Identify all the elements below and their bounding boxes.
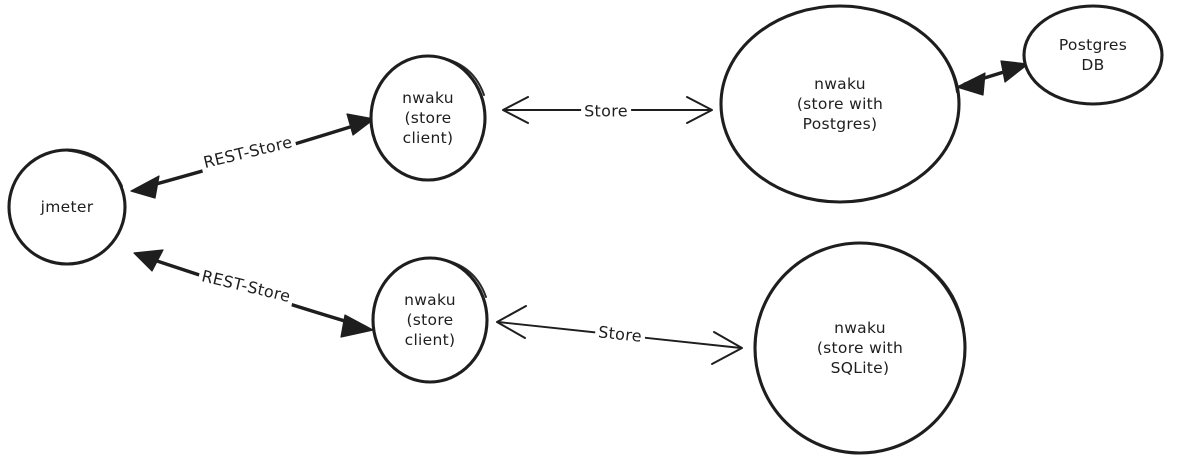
- node-nwaku-store-client-bottom[interactable]: [371, 256, 489, 384]
- edge-postgres-db[interactable]: [956, 60, 1029, 96]
- edge-rest-store-top[interactable]: [130, 113, 375, 199]
- edge-store-top[interactable]: [502, 96, 713, 124]
- node-postgres-db[interactable]: [1022, 4, 1164, 106]
- node-nwaku-store-sqlite[interactable]: [753, 241, 967, 455]
- node-jmeter[interactable]: [7, 148, 127, 266]
- edge-store-bottom[interactable]: [496, 305, 743, 365]
- node-nwaku-store-client-top[interactable]: [369, 54, 487, 182]
- edge-rest-store-bottom[interactable]: [133, 249, 374, 338]
- node-nwaku-store-postgres[interactable]: [719, 4, 961, 204]
